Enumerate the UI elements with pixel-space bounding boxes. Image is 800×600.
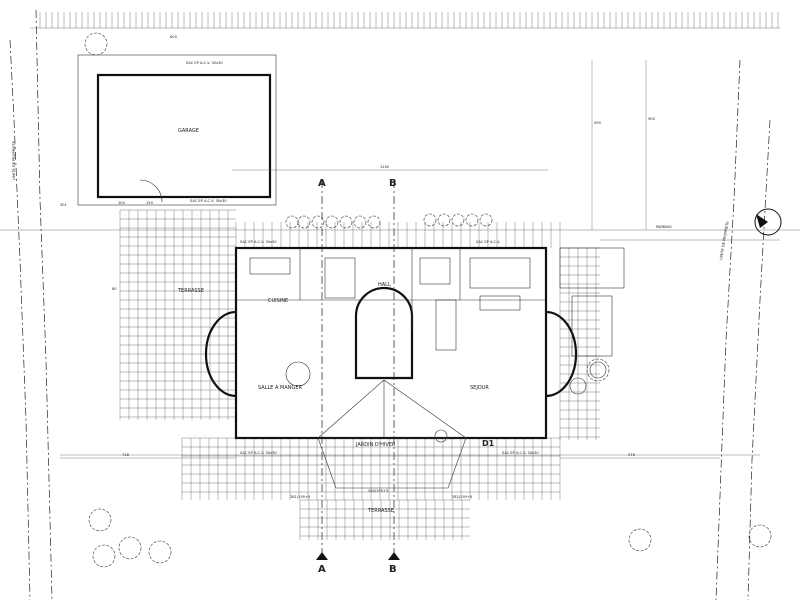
tree-icon [339, 215, 353, 229]
jardin-label: JARDIN D'HIVER [355, 442, 396, 448]
section-a-top: A [318, 178, 326, 189]
right-note: SAC EP A.C.V. [476, 240, 500, 244]
terrasse-left-label: TERRASSE [177, 288, 204, 294]
right-side-features: PARKING LIMITE DE PROPRIETE LIMITE DE PR… [12, 140, 730, 395]
tree-icon [353, 215, 367, 229]
tree-icon [479, 213, 493, 227]
salle-a-manger-label: SALLE A MANGER [258, 385, 303, 391]
bottom-note-2: SAC EP A.C.V. 30x30 [502, 451, 539, 455]
tree-icon [586, 358, 610, 382]
section-b-top: B [389, 178, 397, 189]
section-b-bottom: B [389, 564, 397, 575]
trees [84, 32, 772, 568]
tree-icon [311, 215, 325, 229]
d1-label: D1 [482, 439, 495, 448]
bottom-note-1: SAC EP A.C.V. 30x30 [240, 451, 277, 455]
left-terrace-tiles [119, 209, 561, 420]
limite-right-label: LIMITE DE PROPRIETE [719, 220, 730, 260]
dim-900: 900 [648, 117, 656, 121]
tree-icon [748, 524, 772, 548]
bottom-terrace-tiles [181, 247, 600, 540]
garage: GARAGE SAC EP A.C.V. 30x30 SAC EP A.C.V.… [77, 54, 277, 206]
terrasse-bottom-label: TERRASSE [367, 508, 394, 514]
dim-275: 275 [628, 453, 635, 457]
tree-icon [92, 544, 116, 568]
dim-150: 150 [146, 201, 154, 205]
dim-301: 301 [60, 203, 67, 207]
parking-label: PARKING [656, 225, 672, 229]
garage-note-2: SAC EP A.C.V. 30x30 [190, 199, 227, 203]
top-ruler [30, 12, 780, 29]
jardin-d-hiver: JARDIN D'HIVER SAC EP A.C.V. 30x30 SAC E… [240, 379, 539, 499]
tree-icon [84, 32, 108, 56]
tree-icon [297, 215, 311, 229]
tree-icon [325, 215, 339, 229]
left-note: SAC EP A.C.V. 30x30 [240, 240, 277, 244]
dim-80: 80 [112, 287, 117, 291]
dim-100: 100 [118, 201, 126, 205]
garage-note: SAC EP A.C.V. 30x30 [186, 61, 223, 65]
dim-280: 280/195+5 [368, 489, 388, 493]
sejour-label: SEJOUR [470, 385, 489, 391]
tree-icon [367, 215, 381, 229]
dim-281: 281/195+5 [290, 495, 310, 499]
tree-icon [628, 528, 652, 552]
tree-icon [465, 213, 479, 227]
tree-icon [423, 213, 437, 227]
section-lines: A B A B [316, 178, 400, 575]
dim-590: 590 [594, 121, 602, 125]
north-arrow-icon [754, 208, 782, 236]
dim-718: 718 [122, 453, 130, 457]
tree-icon [88, 508, 112, 532]
dim-600: 600 [170, 35, 178, 39]
dimension-lines: 1200 718 275 900 590 301 100 150 600 80 [60, 35, 720, 459]
limite-left-label: LIMITE DE PROPRIETE [12, 140, 16, 180]
tree-icon [285, 215, 299, 229]
tree-icon [437, 213, 451, 227]
tree-icon [148, 540, 172, 564]
dim-1200: 1200 [380, 165, 390, 169]
dim-282: 282/195+5 [452, 495, 472, 499]
house-walls: CUISINE HALL SALLE A MANGER SEJOUR D1 SA… [204, 240, 578, 448]
hall-label: HALL [378, 282, 391, 288]
tree-icon [451, 213, 465, 227]
garage-label: GARAGE [178, 128, 199, 134]
property-boundaries [0, 9, 800, 600]
tree-icon [118, 536, 142, 560]
cuisine-label: CUISINE [268, 298, 288, 304]
section-a-bottom: A [318, 564, 326, 575]
